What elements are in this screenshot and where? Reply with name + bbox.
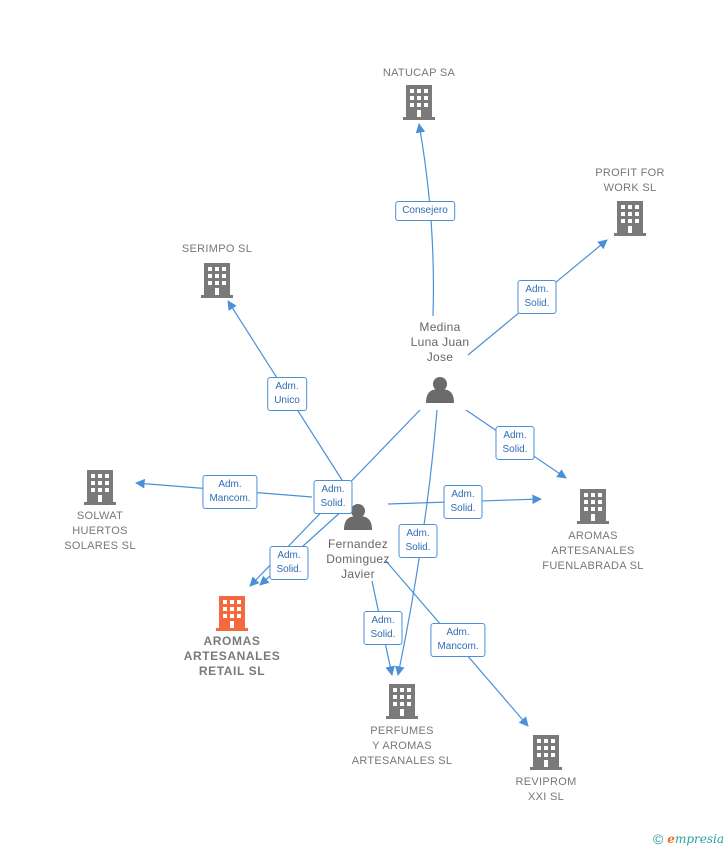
node-label-perfumes[interactable]: PERFUMES Y AROMAS ARTESANALES SL [351,725,453,767]
person-icon-medina[interactable] [426,377,454,403]
node-label-serimpo[interactable]: SERIMPO SL [181,243,253,255]
edge-label-medina-aromas_fuen[interactable]: Adm. Solid. [495,426,535,460]
edge-label-fernandez-solwat[interactable]: Adm. Mancom. [202,475,258,509]
node-label-medina[interactable]: Medina Luna Juan Jose [410,320,470,364]
edge-label-medina-perfumes[interactable]: Adm. Solid. [398,524,438,558]
building-icon-serimpo[interactable] [201,263,233,298]
node-label-natucap[interactable]: NATUCAP SA [382,67,456,79]
footer-brand: © empresia [653,831,724,847]
building-icon-natucap[interactable] [403,85,435,120]
node-label-fernandez[interactable]: Fernandez Dominguez Javier [326,537,390,581]
building-icon-aromas_retail[interactable] [216,596,248,631]
edge-label-fernandez-aromas_fuen[interactable]: Adm. Solid. [443,485,483,519]
edge-label-fernandez-serimpo[interactable]: Adm. Unico [267,377,307,411]
building-icon-solwat[interactable] [84,470,116,505]
node-label-aromas_fuen[interactable]: AROMAS ARTESANALES FUENLABRADA SL [542,530,644,572]
building-icon-aromas_fuen[interactable] [577,489,609,524]
edge-label-medina-natucap[interactable]: Consejero [395,201,455,221]
node-label-aromas_retail[interactable]: AROMAS ARTESANALES RETAIL SL [183,634,281,678]
building-icon-perfumes[interactable] [386,684,418,719]
building-icon-reviprom[interactable] [530,735,562,770]
building-icon-profit[interactable] [614,201,646,236]
copyright-symbol: © [652,831,664,847]
brand-logo[interactable]: empresia [667,832,724,846]
edge-label-medina-profit[interactable]: Adm. Solid. [517,280,557,314]
node-label-reviprom[interactable]: REVIPROM XXI SL [515,776,577,803]
edge-label-medina-aromas_retail[interactable]: Adm. Solid. [313,480,353,514]
edge-label-fernandez-perfumes[interactable]: Adm. Solid. [363,611,403,645]
edge-label-fernandez-aromas_retail[interactable]: Adm. Solid. [269,546,309,580]
edge-label-fernandez-reviprom[interactable]: Adm. Mancom. [430,623,486,657]
node-label-profit[interactable]: PROFIT FOR WORK SL [595,167,665,194]
node-label-solwat[interactable]: SOLWAT HUERTOS SOLARES SL [64,510,136,552]
